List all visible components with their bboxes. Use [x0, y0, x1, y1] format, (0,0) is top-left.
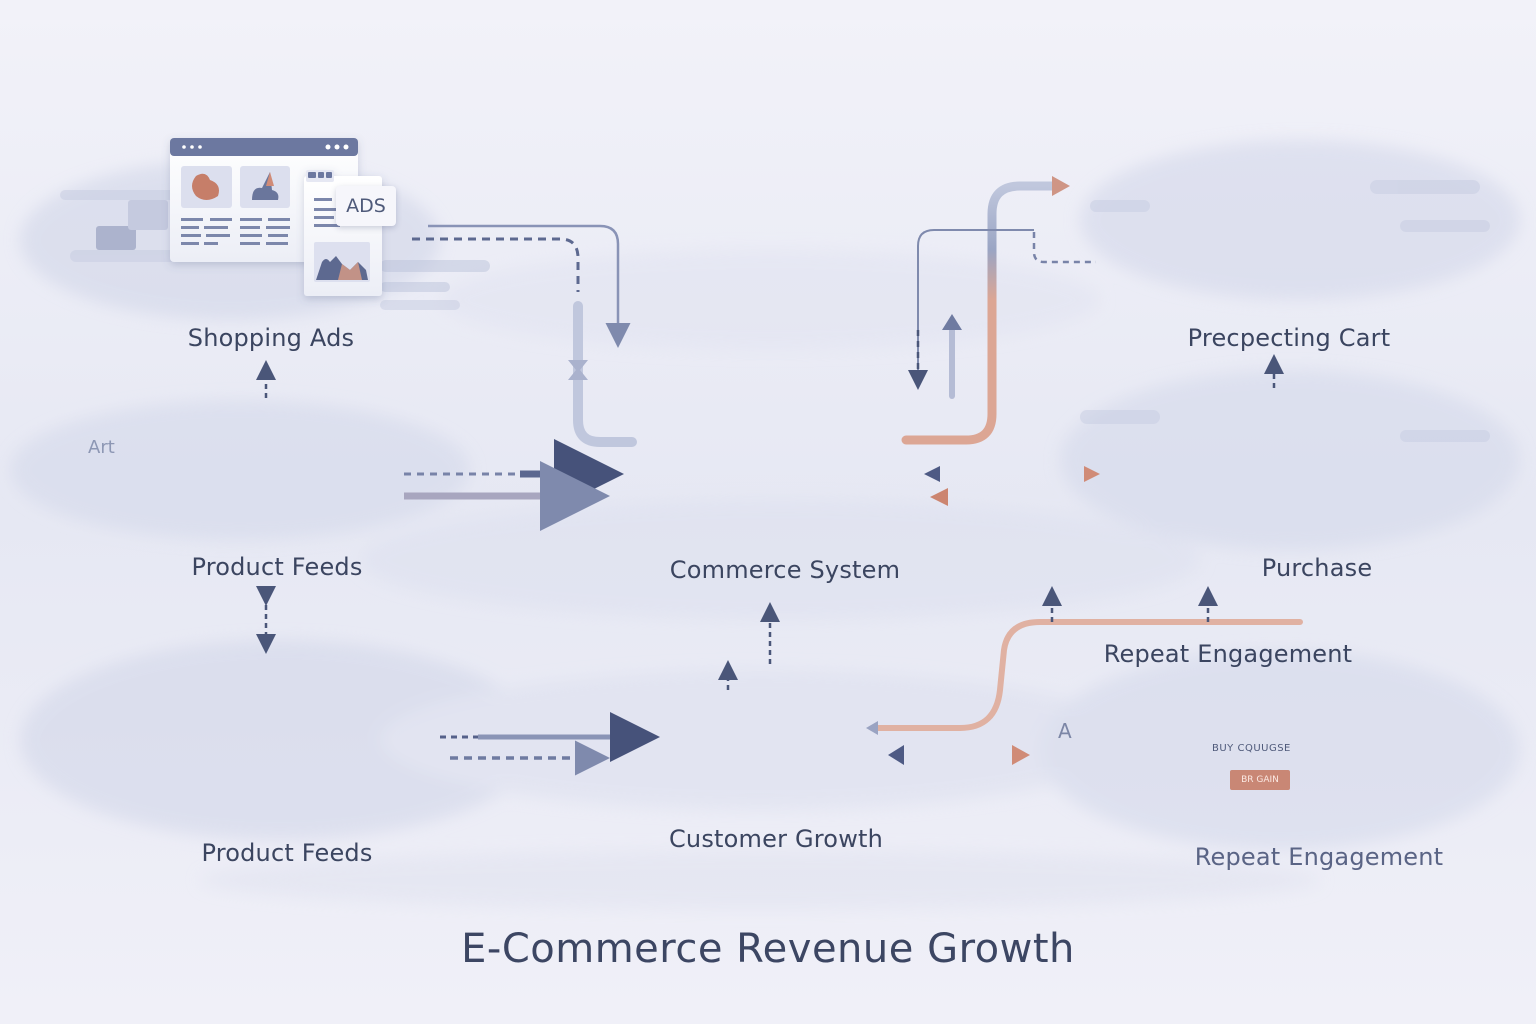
node-shopping-ads[interactable] — [96, 138, 382, 296]
edge-growth-repeat-right — [1012, 745, 1030, 765]
label-commerce-system: Commerce System — [669, 556, 901, 584]
edge-growth-to-purchase — [869, 619, 1303, 731]
label-product-feeds-bottom: Product Feeds — [201, 839, 373, 867]
edge-commerce-purchase-1-left — [924, 466, 940, 482]
diagram-title: E-Commerce Revenue Growth — [461, 926, 1075, 972]
buy-course-text: BUY CQUUGSE — [1212, 743, 1291, 754]
art-monitor-text: Art — [88, 437, 115, 458]
background-watercolor — [10, 140, 1520, 910]
label-precpecting-cart: Precpecting Cart — [1187, 324, 1391, 352]
edges — [256, 176, 1303, 776]
repeat-browser-a-text: A — [1058, 719, 1072, 743]
background-streaks — [60, 180, 1490, 442]
bargain-button[interactable]: BR GAIN — [1230, 770, 1290, 790]
label-repeat-engagement-top: Repeat Engagement — [1103, 640, 1353, 668]
ads-background-blocks — [96, 200, 168, 250]
label-customer-growth: Customer Growth — [668, 825, 884, 853]
label-purchase: Purchase — [1261, 554, 1373, 582]
edge-growth-left-head — [866, 721, 878, 735]
edge-purchase-commerce-2-left — [930, 488, 948, 506]
edge-cart-to-commerce — [1032, 232, 1096, 264]
label-repeat-engagement-bottom: Repeat Engagement — [1194, 843, 1444, 871]
edge-growth-repeat-left — [888, 745, 904, 765]
ads-tag: ADS — [336, 186, 396, 226]
edge-ads-to-commerce-solid — [428, 224, 631, 348]
edge-commerce-purchase-1-right — [1084, 466, 1100, 482]
label-shopping-ads: Shopping Ads — [187, 324, 355, 352]
edge-commerce-to-cart-head — [1052, 176, 1070, 196]
edge-commerce-to-cart — [901, 181, 1057, 445]
valve-icon — [568, 360, 588, 380]
label-product-feeds-top: Product Feeds — [191, 553, 363, 581]
pale-up-arrowhead — [942, 314, 962, 330]
edge-cart-to-commerce-2 — [917, 229, 1034, 372]
